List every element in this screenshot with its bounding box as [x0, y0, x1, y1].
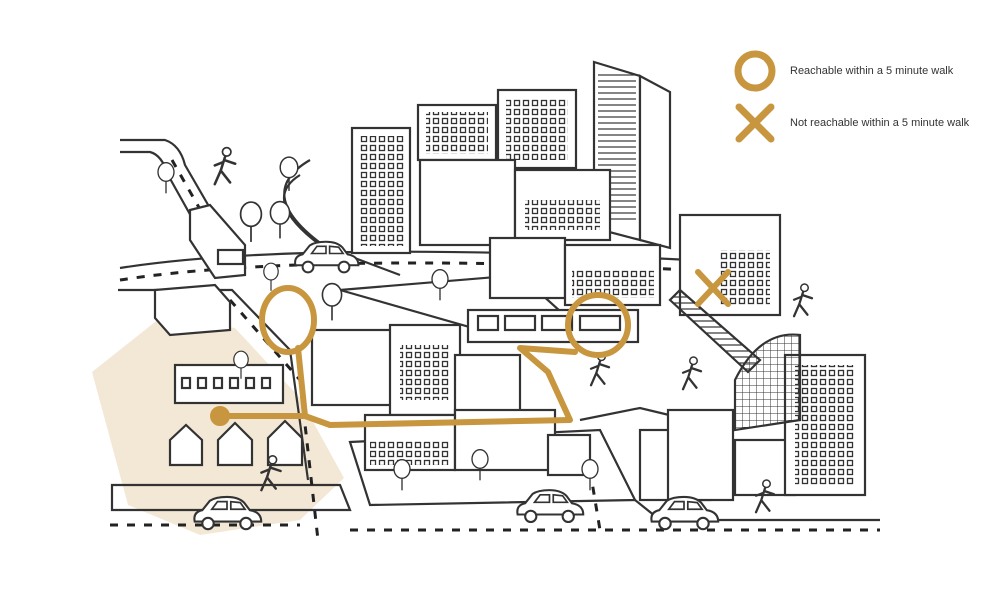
pedestrian-icon: [792, 282, 814, 318]
tree-icon: [279, 156, 299, 192]
tree-icon: [263, 262, 279, 292]
circle-marker-icon: [734, 50, 776, 92]
walkable-zone: [92, 318, 344, 535]
tree-icon: [581, 458, 599, 492]
circle-marker-icon: [565, 292, 631, 358]
tree-icon: [431, 268, 449, 302]
bus-icon: [188, 203, 247, 280]
circle-marker-icon: [259, 285, 317, 355]
tree-icon: [321, 282, 343, 322]
pedestrian-icon: [213, 146, 237, 186]
elevated-rail: [466, 288, 762, 374]
car-icon: [516, 489, 585, 524]
legend-not-reachable-label: Not reachable within a 5 minute walk: [790, 117, 970, 129]
legend-not-reachable: Not reachable within a 5 minute walk: [730, 100, 969, 146]
cross-marker-icon: [735, 103, 775, 143]
houses: [153, 283, 304, 467]
tree-icon: [269, 200, 291, 240]
pedestrian-icon: [681, 355, 703, 391]
tree-icon: [157, 161, 175, 195]
tree-icon: [393, 458, 411, 492]
legend-reachable-label: Reachable within a 5 minute walk: [790, 65, 954, 77]
car-icon: [650, 495, 720, 531]
cross-marker-icon: [695, 269, 731, 307]
walking-route: [210, 345, 578, 428]
legend: Reachable within a 5 minute walk Not rea…: [730, 44, 995, 154]
legend-reachable: Reachable within a 5 minute walk: [730, 48, 953, 94]
tree-icon: [471, 448, 489, 482]
tree-icon: [239, 201, 263, 243]
car-icon: [294, 240, 360, 274]
